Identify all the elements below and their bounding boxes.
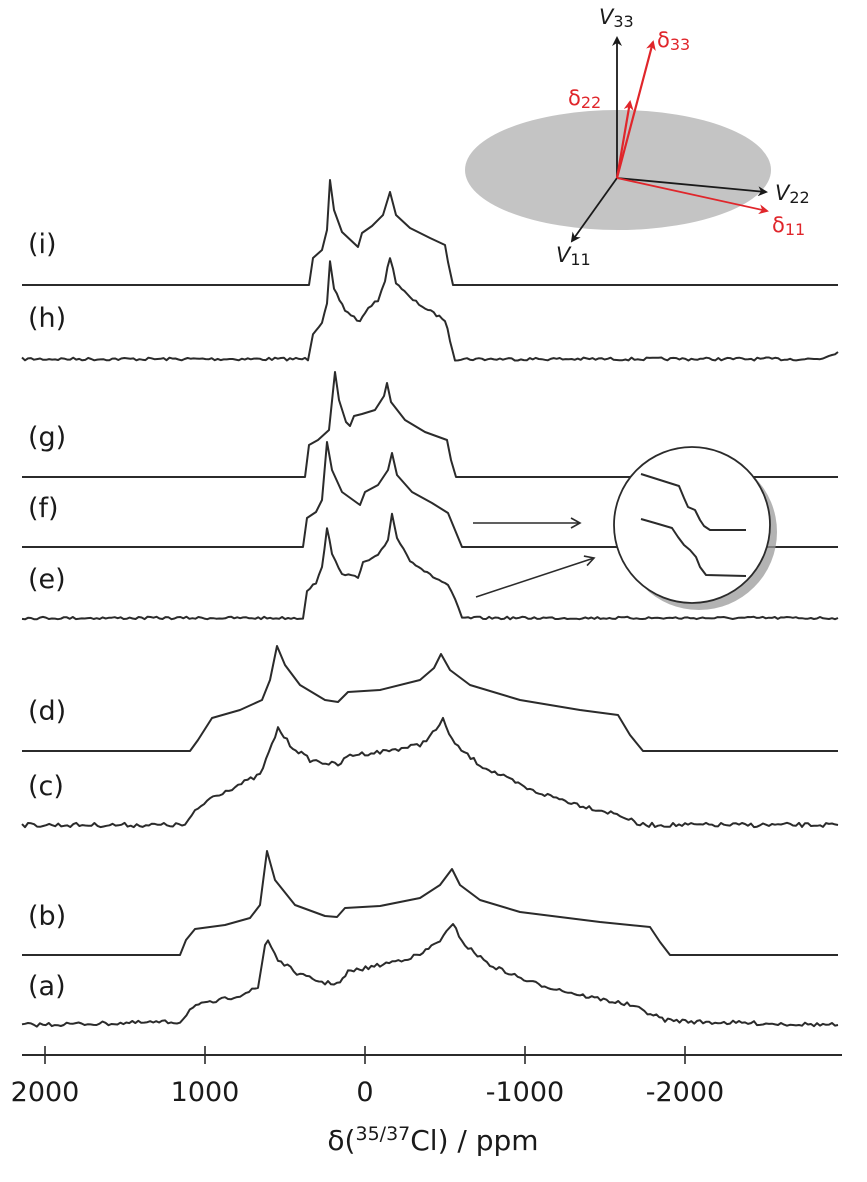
spectrum-trace-d: [22, 645, 838, 752]
v11-axis-arrow: [570, 177, 618, 243]
x-tick-label: 2000: [11, 1077, 80, 1108]
spectrum-trace-c: [21, 716, 839, 829]
delta33-label: δ33: [657, 28, 690, 54]
trace-label-c: (c): [28, 771, 64, 802]
magnified-inset: [613, 446, 777, 610]
trace-label-d: (d): [28, 696, 66, 727]
delta11-label: δ11: [772, 213, 805, 239]
trace-label-b: (b): [28, 901, 66, 932]
v22-label: V22: [775, 181, 810, 207]
inset-trace-e-zoom: [640, 518, 747, 577]
spectrum-trace-g: [22, 371, 838, 478]
delta22-axis-arrow: [615, 100, 634, 179]
spectrum-trace-i: [22, 179, 838, 286]
x-tick-label: 1000: [171, 1077, 240, 1108]
x-axis-label: δ(35/37Cl) / ppm: [327, 1123, 538, 1157]
v22-axis-arrow: [616, 177, 768, 197]
trace-label-h: (h): [28, 303, 66, 334]
v33-label: V33: [599, 5, 634, 31]
delta33-axis-arrow: [615, 40, 656, 179]
delta22-label: δ22: [568, 86, 601, 112]
delta11-axis-arrow: [616, 177, 769, 215]
trace-label-a: (a): [28, 971, 66, 1002]
spectrum-trace-h: [21, 257, 839, 362]
x-axis: 2000 1000 0 -1000 -2000 δ(35/37Cl) / ppm: [11, 1046, 842, 1157]
v11-label: V11: [556, 243, 591, 269]
inset-circle: [613, 446, 771, 604]
trace-label-g: (g): [28, 422, 66, 453]
tensor-orientation-diagram: V33 δ33 δ22 V22 δ11 V11: [465, 5, 810, 269]
x-tick-label: 0: [356, 1077, 373, 1108]
trace-label-i: (i): [28, 229, 57, 260]
trace-labels: (i) (h) (g) (f) (e) (d) (c) (b) (a): [28, 229, 66, 1002]
spectrum-trace-b: [22, 850, 838, 956]
spectrum-trace-e: [21, 512, 839, 621]
spectra-traces: [21, 179, 839, 1028]
inset-trace-f-zoom: [640, 473, 746, 531]
x-tick-label: -2000: [646, 1077, 724, 1108]
annotation-arrow-e: [475, 555, 596, 598]
spectrum-trace-a: [21, 923, 839, 1028]
x-tick-label: -1000: [486, 1077, 564, 1108]
spectrum-trace-f: [22, 441, 838, 548]
trace-label-f: (f): [28, 493, 59, 524]
trace-label-e: (e): [28, 564, 66, 595]
